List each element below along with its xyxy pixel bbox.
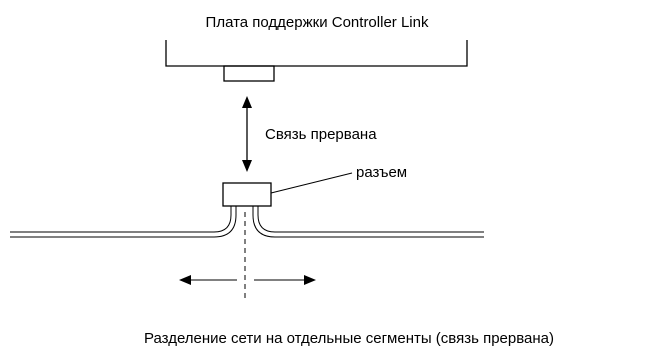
arrow-down-head [242,160,252,172]
board-label: Плата поддержки Controller Link [206,14,429,31]
network-cable-left [10,206,237,238]
arrow-right-head [304,275,316,285]
connector-label: разъем [356,164,407,181]
arrow-left-head [179,275,191,285]
diagram-caption: Разделение сети на отдельные сегменты (с… [144,330,554,347]
arrow-up-head [242,96,252,108]
segment-separation-arrows [179,275,316,285]
cable-connector [222,182,272,207]
connector-leader-line [270,172,353,194]
broken-link-arrow [242,96,252,172]
controller-link-board [165,40,468,67]
board-connector-socket [223,65,275,82]
network-cable-right [252,206,484,238]
link-status-label: Связь прервана [265,126,377,143]
